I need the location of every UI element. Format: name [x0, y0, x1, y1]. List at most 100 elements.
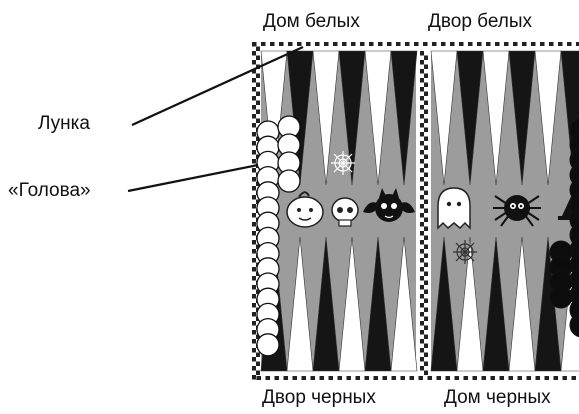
bat-icon: [363, 188, 415, 222]
bar-dash: [420, 348, 424, 353]
label-yard-white: Двор белых: [428, 11, 533, 32]
bar-dash: [424, 55, 428, 60]
board-point: [430, 236, 458, 372]
bar-dash: [424, 253, 428, 258]
frame-dash: [252, 123, 256, 128]
bar-dash: [424, 226, 428, 231]
frame-dash: [252, 141, 256, 146]
frame-dash: [252, 276, 256, 281]
bar-dash: [420, 60, 424, 65]
board-point: [482, 236, 510, 372]
frame-dash: [549, 42, 554, 46]
frame-dash: [256, 82, 260, 87]
frame-dash: [274, 376, 279, 380]
frame-dash: [409, 376, 414, 380]
frame-dash: [252, 339, 256, 344]
bar-dash: [420, 357, 424, 362]
frame-dash: [256, 352, 260, 357]
bar-dash: [420, 51, 424, 56]
frame-dash: [571, 376, 576, 380]
frame-dash: [252, 87, 256, 92]
bar-dash: [424, 307, 428, 312]
frame-dash: [265, 376, 270, 380]
white-checker: [256, 333, 280, 357]
bar-dash: [424, 289, 428, 294]
frame-dash: [387, 42, 392, 46]
frame-dash: [256, 46, 260, 51]
frame-dash: [544, 376, 549, 380]
frame-dash: [553, 376, 558, 380]
bar-dash: [420, 276, 424, 281]
board-point: [312, 236, 340, 372]
skull-icon: [331, 197, 359, 227]
frame-dash: [396, 42, 401, 46]
bar-dash: [424, 73, 428, 78]
bar-dash: [424, 136, 428, 141]
frame-dash: [252, 231, 256, 236]
bar-dash: [424, 172, 428, 177]
frame-dash: [297, 42, 302, 46]
frame-dash: [517, 376, 522, 380]
label-home-black: Дом черных: [444, 387, 551, 408]
label-yard-black: Двор черных: [262, 387, 376, 408]
bar-dash: [424, 325, 428, 330]
frame-dash: [252, 267, 256, 272]
bar-dash: [424, 91, 428, 96]
bar-dash: [420, 159, 424, 164]
bar-dash: [420, 303, 424, 308]
frame-dash: [261, 42, 266, 46]
black-checker: [569, 312, 579, 338]
frame-dash: [333, 42, 338, 46]
frame-dash: [441, 42, 446, 46]
bar-dash: [420, 168, 424, 173]
bar-dash: [424, 334, 428, 339]
bar-dash: [420, 312, 424, 317]
bar-dash: [424, 82, 428, 87]
board-point: [338, 50, 366, 186]
frame-dash: [256, 289, 260, 294]
frame-dash: [256, 109, 260, 114]
black-checker: [549, 285, 573, 309]
frame-dash: [252, 303, 256, 308]
board-point: [364, 236, 392, 372]
frame-dash: [256, 181, 260, 186]
frame-dash: [414, 42, 419, 46]
frame-dash: [391, 376, 396, 380]
bar-dash: [420, 186, 424, 191]
frame-dash: [427, 376, 432, 380]
bar-dash: [424, 64, 428, 69]
frame-dash: [252, 159, 256, 164]
frame-dash: [252, 177, 256, 182]
frame-dash: [252, 294, 256, 299]
frame-dash: [531, 42, 536, 46]
frame-dash: [279, 42, 284, 46]
board-point: [456, 50, 484, 186]
bar-dash: [420, 213, 424, 218]
bar-dash: [424, 109, 428, 114]
frame-dash: [445, 376, 450, 380]
frame-dash: [418, 376, 423, 380]
frame-dash: [472, 376, 477, 380]
board-point: [508, 50, 536, 186]
bar-dash: [424, 262, 428, 267]
frame-dash: [558, 42, 563, 46]
frame-dash: [252, 51, 256, 56]
bar-dash: [424, 244, 428, 249]
frame-dash: [252, 312, 256, 317]
frame-dash: [256, 376, 261, 380]
frame-dash: [504, 42, 509, 46]
frame-dash: [252, 321, 256, 326]
frame-dash: [283, 376, 288, 380]
frame-dash: [463, 376, 468, 380]
frame-dash: [454, 376, 459, 380]
spider-icon: [493, 195, 541, 227]
frame-dash: [535, 376, 540, 380]
frame-dash: [490, 376, 495, 380]
frame-dash: [292, 376, 297, 380]
frame-dash: [256, 118, 260, 123]
frame-dash: [373, 376, 378, 380]
frame-dash: [319, 376, 324, 380]
spider-web-icon: [331, 151, 355, 175]
frame-dash: [459, 42, 464, 46]
